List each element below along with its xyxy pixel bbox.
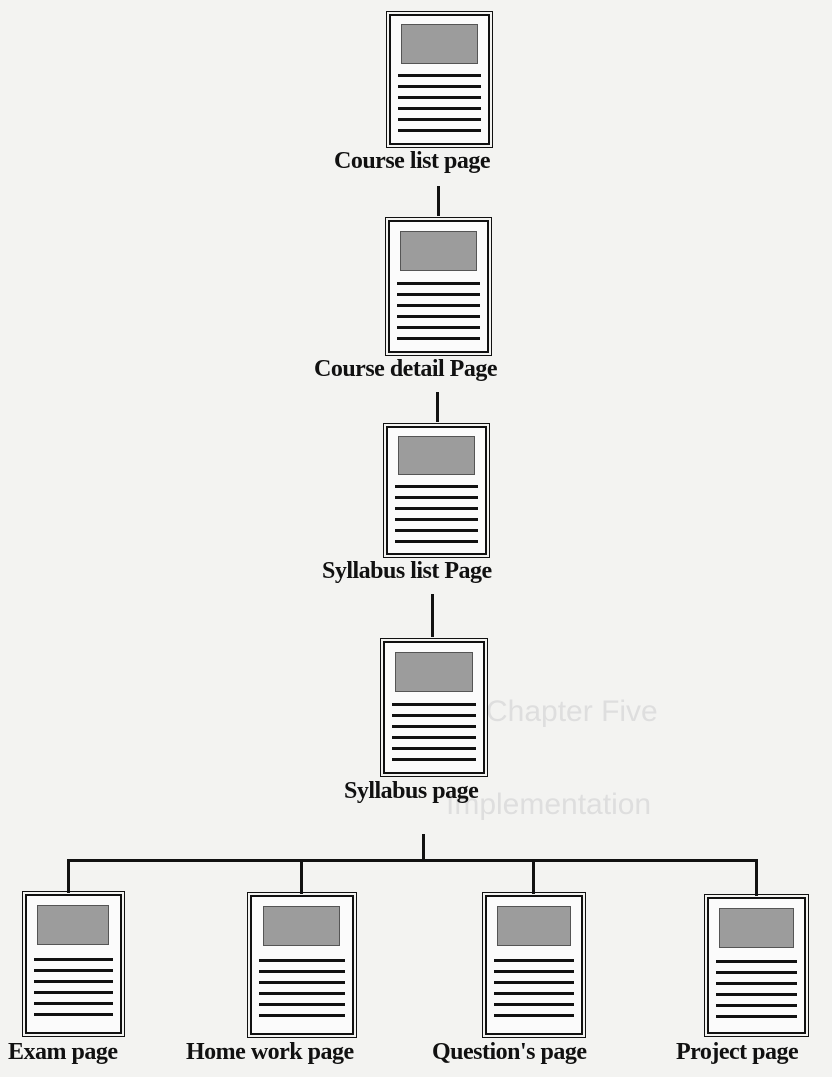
page-thumbnail (719, 908, 794, 948)
node-label: Exam page (8, 1039, 118, 1065)
node-label: Syllabus page (344, 778, 479, 804)
page-icon (380, 638, 488, 777)
connector-course-detail-to-syllabus-list (436, 392, 439, 422)
node-label: Project page (676, 1039, 799, 1065)
page-thumbnail (400, 231, 477, 271)
node-label: Question's page (432, 1039, 587, 1065)
connector-course-list-to-course-detail (437, 186, 440, 216)
page-thumbnail (395, 652, 473, 692)
node-label: Course detail Page (314, 356, 497, 382)
page-icon (247, 892, 357, 1038)
page-icon (385, 217, 492, 356)
page-thumbnail (401, 24, 478, 64)
node-label: Home work page (186, 1039, 354, 1065)
connector-to-project (755, 859, 758, 896)
page-icon (704, 894, 809, 1037)
page-thumbnail (398, 436, 475, 475)
node-label: Course list page (334, 148, 491, 174)
connector-syllabus-list-to-syllabus (431, 594, 434, 637)
ghost-implementation-heading: Implementation (446, 788, 652, 821)
page-thumbnail (497, 906, 571, 946)
node-label: Syllabus list Page (322, 558, 492, 584)
page-icon (383, 423, 490, 558)
page-icon (386, 11, 493, 148)
connector-to-homework (300, 859, 303, 894)
connector-syllabus-stem (422, 834, 425, 862)
page-icon (22, 891, 125, 1037)
page-icon (482, 892, 586, 1038)
page-thumbnail (37, 905, 109, 945)
connector-to-questions (532, 859, 535, 894)
connector-children-bus (67, 859, 758, 862)
ghost-chapter-heading: Chapter Five (486, 695, 658, 728)
page-thumbnail (263, 906, 340, 946)
connector-to-exam (67, 859, 70, 893)
